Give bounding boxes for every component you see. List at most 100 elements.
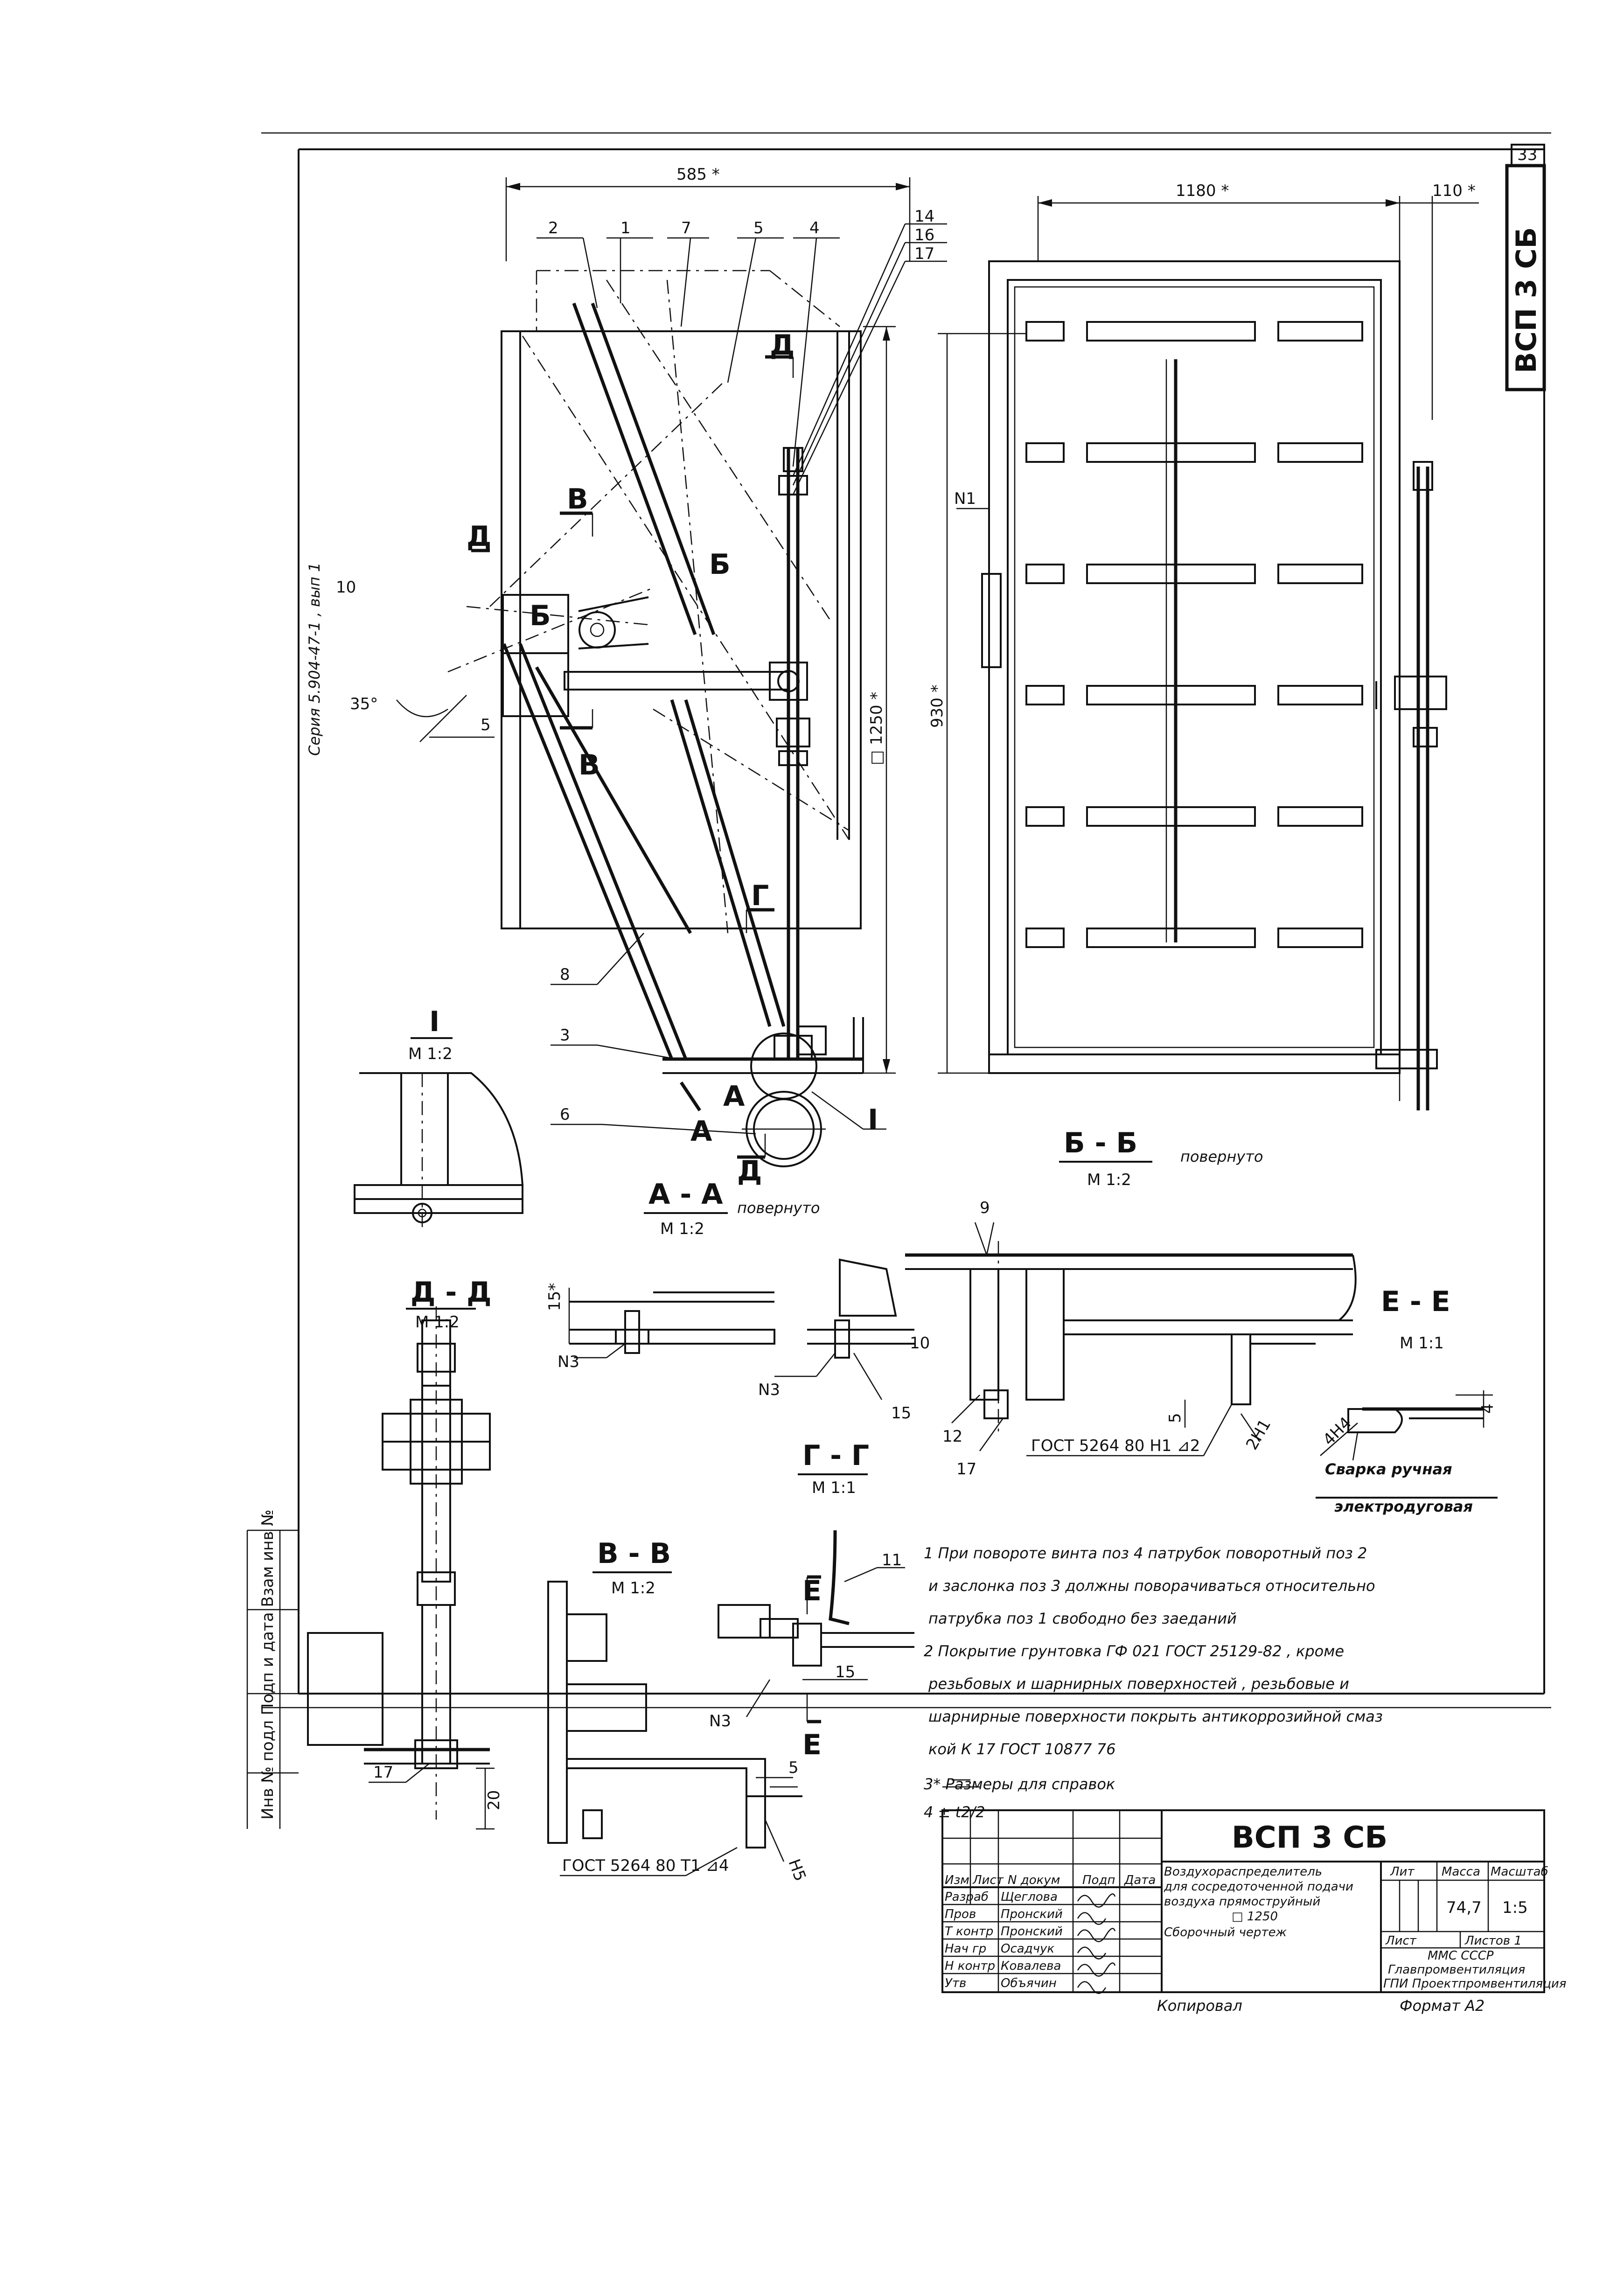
dd-item-17: 17 — [373, 1763, 393, 1782]
tb-scale-value: 1:5 — [1502, 1898, 1528, 1917]
copied-label: Копировал — [1157, 1997, 1242, 2015]
dim-1180: 1180 * — [1176, 181, 1229, 200]
item-label-1: 1 — [620, 219, 631, 237]
detail-label-15: 15 — [891, 1404, 911, 1423]
section-mark-b-right: Б — [709, 548, 731, 581]
view-title-dd: Д - Д — [411, 1276, 492, 1309]
vv-item-h5: Н5 — [785, 1856, 810, 1883]
front-view — [396, 177, 947, 1167]
detail-i — [354, 1072, 523, 1232]
tb-row-role-2: Пров — [945, 1907, 976, 1921]
section-gost: ГОСТ 5264 80 Н1 ⊿2 — [1031, 1437, 1200, 1455]
view-scale-aa: М 1:2 — [660, 1220, 704, 1238]
item-label-7: 7 — [681, 219, 691, 237]
format-label: Формат А2 — [1400, 1997, 1485, 2015]
tb-row-role-6: Утв — [945, 1976, 966, 1990]
tb-org-line1: ММС СССР — [1428, 1949, 1494, 1963]
section-dim-5: 5 — [1166, 1413, 1185, 1423]
tb-header-sign: Подп — [1082, 1873, 1115, 1887]
gg-label-n3: N3 — [709, 1712, 731, 1730]
series-label: Серия 5.904-47-1 , вып 1 — [306, 563, 323, 756]
item-label-2: 2 — [548, 219, 558, 237]
section-mark-d-top: Д — [770, 329, 795, 362]
note-line-8: 3* Размеры для справок — [924, 1775, 1115, 1793]
view-scale-gg: М 1:1 — [812, 1479, 856, 1497]
section-label-12: 12 — [942, 1427, 962, 1446]
louvers — [988, 321, 1401, 1074]
tb-col-mass: Масса — [1442, 1865, 1480, 1879]
tb-row-name-2: Пронский — [1001, 1907, 1063, 1921]
tb-row-name-3: Пронский — [1001, 1925, 1063, 1939]
detail-sections — [568, 1222, 1357, 1457]
section-ee — [1316, 1390, 1498, 1499]
detail-mark-i: I — [868, 1103, 878, 1136]
tb-row-name-6: Объячин — [1001, 1976, 1057, 1990]
dim-1250: □ 1250 * — [867, 692, 886, 765]
detail-dim-15star: 15* — [545, 1283, 564, 1311]
dim-110: 110 * — [1432, 181, 1476, 200]
section-mark-d-left: Д — [467, 520, 491, 553]
tb-name-line1: Воздухораспределитель — [1164, 1865, 1322, 1879]
item-label-5b: 5 — [481, 716, 491, 734]
dim-585: 585 * — [676, 165, 720, 184]
tb-sheets-label: Листов 1 — [1464, 1934, 1522, 1948]
item-label-17: 17 — [914, 244, 934, 263]
title-block — [941, 1779, 1545, 1993]
tb-name-line5: Сборочный чертеж — [1164, 1925, 1287, 1939]
section-label-2h1: 2Н1 — [1242, 1416, 1275, 1453]
stamp-box — [1505, 164, 1546, 391]
gg-mark-e-bottom: Е — [802, 1729, 822, 1761]
view-title-i: I — [429, 1005, 439, 1038]
note-line-1: 1 При повороте винта поз 4 патрубок пово… — [924, 1544, 1367, 1562]
section-mark-a-left: А — [690, 1115, 712, 1148]
tb-header-izm: Изм — [945, 1873, 969, 1887]
ee-dim-4: 4 — [1478, 1403, 1497, 1414]
item-label-6: 6 — [560, 1105, 570, 1124]
gg-dim-15: 15 — [835, 1663, 855, 1681]
vv-dim-5: 5 — [788, 1758, 799, 1777]
view-scale-ee: М 1:1 — [1400, 1334, 1444, 1353]
tb-sheet-label: Лист — [1385, 1934, 1417, 1948]
view-title-ee: Е - Е — [1381, 1285, 1450, 1318]
sheet-left-margin: Инв № подл Подп и дата Взам инв № — [258, 1509, 277, 1820]
tb-name-line2: для сосредоточенной подачи — [1164, 1880, 1353, 1894]
detail-label-n3-left: N3 — [558, 1353, 579, 1371]
vv-gost: ГОСТ 5264 80 Т1 ⊿4 — [562, 1856, 729, 1875]
tb-col-scale: Масштаб — [1491, 1865, 1548, 1879]
sheet-frame — [246, 132, 1551, 1829]
title-block-code: ВСП 3 СБ — [1232, 1821, 1387, 1855]
item-label-14: 14 — [914, 207, 934, 226]
note-line-9: 4 ± t2/2 — [924, 1803, 985, 1821]
view-note-bb: повернуто — [1180, 1148, 1263, 1165]
section-label-17: 17 — [956, 1460, 976, 1479]
stamp-code: ВСП 3 СБ — [1510, 227, 1543, 373]
gg-item-11: 11 — [882, 1551, 902, 1570]
item-label-8: 8 — [560, 965, 570, 984]
section-label-9: 9 — [980, 1199, 990, 1217]
tb-mass-value: 74,7 — [1446, 1898, 1482, 1917]
section-mark-v-bottom: В — [579, 749, 600, 781]
tb-row-name-1: Щеглова — [1001, 1890, 1058, 1904]
item-label-4: 4 — [809, 219, 820, 237]
ee-angle-4h4: 4Н4 — [1319, 1413, 1355, 1449]
dim-930: 930 * — [928, 684, 947, 728]
ee-weld-line2: электродуговая — [1334, 1498, 1473, 1515]
view-scale-bb: М 1:2 — [1087, 1171, 1131, 1189]
view-title-vv: В - В — [597, 1537, 671, 1570]
tb-row-name-4: Осадчук — [1001, 1942, 1054, 1956]
section-mark-g: Г — [751, 879, 769, 912]
detail-label-n3-mid: N3 — [758, 1381, 780, 1399]
angle-35: 35° — [350, 695, 378, 713]
view-scale-i: М 1:2 — [408, 1045, 453, 1063]
section-mark-v-top: В — [567, 483, 588, 516]
item-label-3: 3 — [560, 1026, 570, 1045]
tb-col-lit: Лит — [1390, 1865, 1415, 1879]
note-line-5: резьбовых и шарнирных поверхностей , рез… — [928, 1675, 1349, 1693]
tb-row-role-3: Т контр — [945, 1925, 993, 1939]
section-dd — [307, 1306, 495, 1830]
tb-org-line2: Главпромвентиляция — [1388, 1963, 1525, 1977]
signatures — [1077, 1893, 1116, 1994]
tb-header-date: Дата — [1124, 1873, 1156, 1887]
view-title-gg: Г - Г — [802, 1439, 869, 1472]
